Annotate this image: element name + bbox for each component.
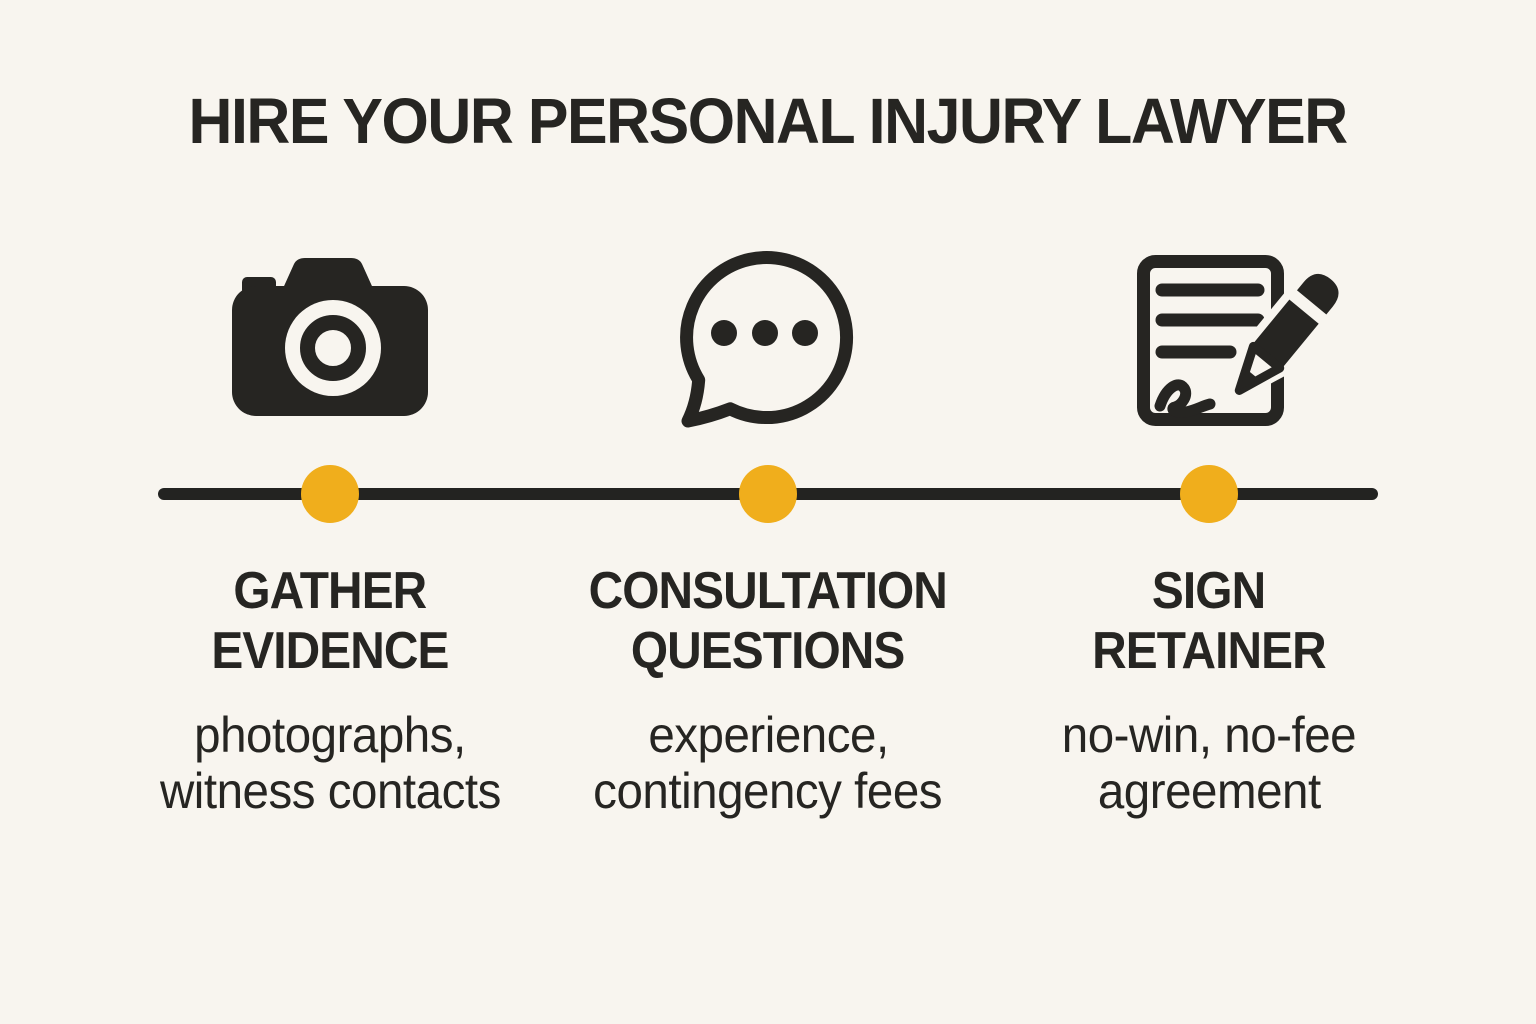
step-title-line: CONSULTATION — [588, 562, 948, 620]
step-title-line: EVIDENCE — [211, 622, 449, 680]
step-desc-sign-retainer: no-win, no-fee agreement — [949, 707, 1469, 819]
document-signing-icon — [1130, 248, 1345, 438]
pencil-icon — [1230, 265, 1345, 400]
step-desc-line: photographs, — [194, 707, 466, 763]
step-desc-line: agreement — [1097, 763, 1321, 819]
step-desc-line: contingency fees — [593, 763, 943, 819]
page-title: HIRE YOUR PERSONAL INJURY LAWYER — [188, 85, 1349, 157]
camera-icon — [225, 243, 440, 428]
step-title-gather-evidence: GATHER EVIDENCE — [70, 561, 590, 681]
page-title-row: HIRE YOUR PERSONAL INJURY LAWYER — [0, 86, 1536, 156]
step-title-consultation-questions: CONSULTATION QUESTIONS — [508, 561, 1028, 681]
chat-bubble-icon — [675, 245, 865, 445]
step-title-line: RETAINER — [1092, 622, 1327, 680]
step-desc-line: experience, — [647, 707, 889, 763]
timeline-dot-2 — [739, 465, 797, 523]
step-desc-consultation-questions: experience, contingency fees — [508, 707, 1028, 819]
step-title-line: QUESTIONS — [631, 622, 905, 680]
step-desc-gather-evidence: photographs, witness contacts — [70, 707, 590, 819]
step-title-line: SIGN — [1152, 562, 1266, 620]
step-title-sign-retainer: SIGN RETAINER — [949, 561, 1469, 681]
step-desc-line: witness contacts — [159, 763, 501, 819]
step-title-line: GATHER — [233, 562, 428, 620]
timeline-dot-3 — [1180, 465, 1238, 523]
step-desc-line: no-win, no-fee — [1061, 707, 1357, 763]
timeline-dot-1 — [301, 465, 359, 523]
